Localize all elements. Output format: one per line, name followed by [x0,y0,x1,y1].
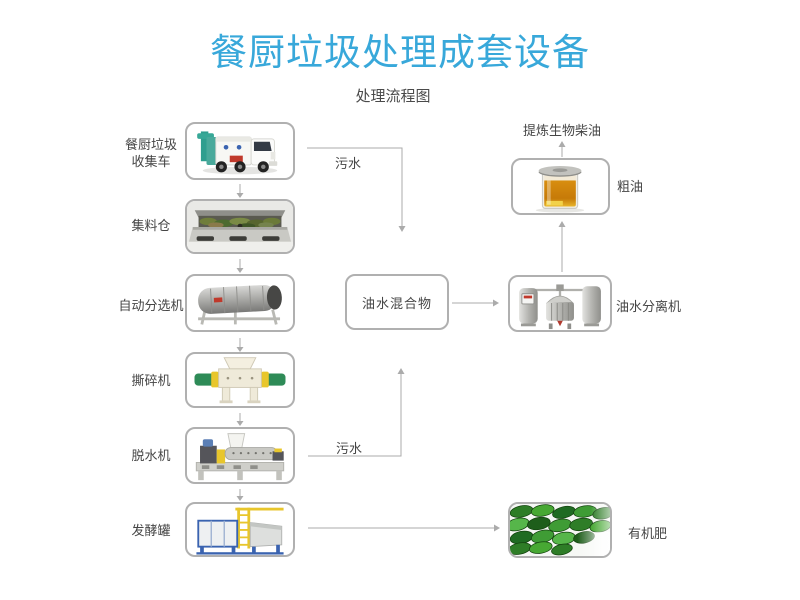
arrow-dewaterer-to-fermenter [236,489,244,501]
label-collection-truck-line2: 收集车 [131,154,171,169]
arrow-shredder-to-dewaterer [236,413,244,426]
oil-water-mixture-node: 油水混合物 [345,274,449,330]
fermentation-tank-image [185,502,295,557]
label-shredder: 撕碎机 [131,373,171,388]
screw-press-icon [195,433,285,481]
fertilizer-bags-icon [510,504,610,556]
shredder-image [185,352,295,408]
page-subtitle: 处理流程图 [355,88,431,105]
oil-water-mixture-label: 油水混合物 [361,295,432,311]
label-collection-truck: 餐厨垃圾 收集车 [108,136,194,170]
crude-oil-label: 粗油 [617,179,644,194]
oil-water-separator-label: 油水分离机 [616,299,682,314]
oil-water-separator-image [508,275,612,332]
page-title: 餐厨垃圾处理成套设备 [210,32,590,73]
organic-fertilizer-label: 有机肥 [628,526,668,541]
arrow-separator-to-crude-oil [558,221,566,272]
waste-bin-icon [187,201,293,252]
shredder-icon [194,357,286,404]
sewage-bottom-label: 污水 [336,441,363,456]
collection-truck-image [185,122,295,180]
crude-oil-image [511,158,610,215]
arrow-crude-oil-to-refine [558,141,566,157]
label-auto-sorter: 自动分选机 [118,298,184,313]
arrow-bin-to-sorter [236,259,244,273]
arrow-fermenter-to-fertilizer [308,524,500,532]
collection-bin-image [185,199,295,254]
fermenter-icon [196,507,284,555]
auto-sorter-image [185,274,295,332]
label-dewaterer: 脱水机 [131,448,171,463]
dewaterer-image [185,427,295,484]
arrow-mixture-to-separator [452,299,499,307]
sewage-top-label: 污水 [335,156,362,171]
arrow-truck-to-bin [236,184,244,198]
label-collection-truck-line1: 餐厨垃圾 [124,137,177,152]
organic-fertilizer-image [508,502,612,558]
sorting-drum-icon [198,284,282,325]
label-fermentation-tank: 发酵罐 [131,523,171,538]
label-collection-bin: 集料仓 [131,218,171,233]
garbage-truck-icon [197,131,278,175]
oil-beaker-icon [535,166,585,213]
arrow-sorter-to-shredder [236,338,244,352]
separator-machine-icon [519,284,601,330]
refine-biodiesel-label: 提炼生物柴油 [522,123,601,138]
